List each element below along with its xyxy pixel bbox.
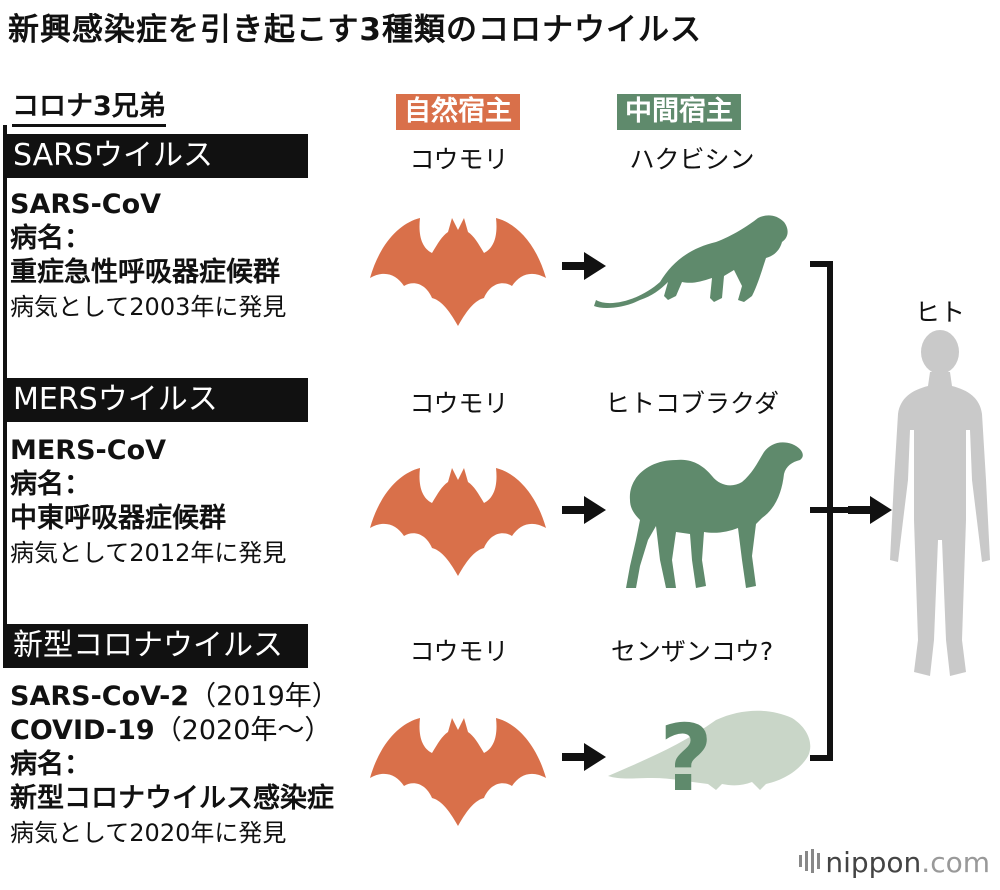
covid-disease-prefix: 病名：: [10, 749, 91, 780]
mers-code: MERS-CoV: [10, 435, 167, 466]
family-label: コロナ3兄弟: [12, 84, 166, 127]
page-title: 新興感染症を引き起こす3種類のコロナウイルス: [8, 12, 702, 48]
covid-code-line: SARS-CoV-2（2019年）: [10, 680, 339, 714]
civet-icon: [594, 215, 788, 308]
logo-mark-icon: [799, 847, 821, 880]
pangolin-icon: ?: [608, 705, 811, 812]
mers-header: MERSウイルス: [3, 378, 308, 422]
sars-discovery: 病気として2003年に発見: [10, 293, 287, 321]
sars-code: SARS-CoV: [10, 189, 162, 220]
covid-alt-code-year: （2020年～）: [154, 715, 332, 746]
logo-name: nippon: [825, 845, 922, 879]
covid-code-year: （2019年）: [189, 681, 339, 712]
human-label: ヒト: [915, 298, 966, 327]
covid-header: 新型コロナウイルス: [3, 624, 308, 668]
covid-intermediate-host: センザンコウ?: [610, 637, 774, 666]
logo-tld: .com: [921, 845, 990, 879]
mers-intermediate-host: ヒトコブラクダ: [604, 389, 779, 418]
sars-natural-host: コウモリ: [409, 145, 509, 174]
covid-bat-icon: [370, 718, 546, 826]
sars-disease-prefix: 病名：: [10, 223, 91, 254]
camel-icon: [626, 442, 803, 588]
sars-arrow-icon: [562, 252, 606, 280]
covid-code: SARS-CoV-2: [10, 681, 190, 712]
covid-arrow-icon: [562, 743, 606, 771]
covid-alt-code: COVID-19: [10, 715, 155, 746]
mers-disease-prefix: 病名：: [10, 469, 91, 500]
mers-arrow-icon: [562, 496, 606, 524]
human-arrow-icon: [848, 496, 892, 524]
covid-disease: 新型コロナウイルス感染症: [10, 783, 334, 814]
covid-natural-host: コウモリ: [409, 637, 509, 666]
mers-natural-host: コウモリ: [409, 389, 509, 418]
sars-header: SARSウイルス: [3, 134, 308, 178]
nippon-logo[interactable]: nippon.com: [799, 846, 990, 881]
mers-disease: 中東呼吸器症候群: [10, 503, 226, 534]
sars-bat-icon: [370, 218, 546, 326]
human-icon: [890, 330, 990, 676]
svg-text:?: ?: [659, 705, 712, 812]
covid-discovery: 病気として2020年に発見: [10, 819, 287, 847]
intermediate-host-header: 中間宿主: [617, 94, 741, 130]
mers-bat-icon: [370, 468, 546, 576]
sars-intermediate-host: ハクビシン: [629, 145, 755, 174]
sars-disease: 重症急性呼吸器症候群: [10, 257, 280, 288]
natural-host-header: 自然宿主: [396, 94, 520, 130]
mers-discovery: 病気として2012年に発見: [10, 539, 287, 567]
covid-alt-code-line: COVID-19（2020年～）: [10, 714, 331, 748]
